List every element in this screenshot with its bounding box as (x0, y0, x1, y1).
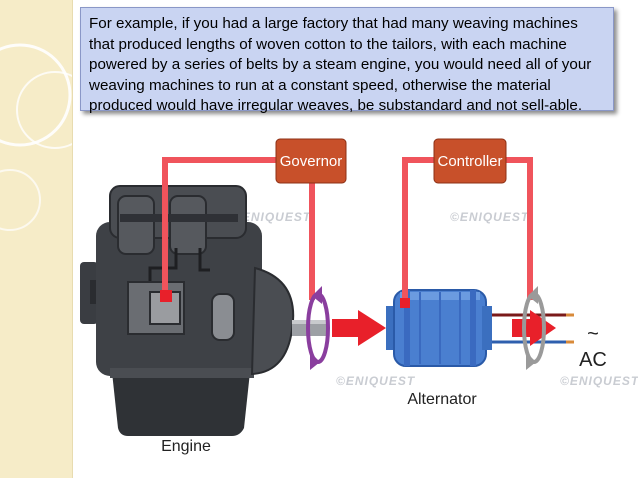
caption-box: For example, if you had a large factory … (80, 7, 614, 114)
watermark-2: ©ENIQUEST (450, 210, 530, 224)
decorative-circles (0, 43, 72, 231)
engine-output-arrow (332, 310, 386, 346)
governor-to-engine-line (162, 157, 278, 298)
controller-signal-lines (400, 157, 533, 308)
caption-text: For example, if you had a large factory … (89, 15, 592, 114)
watermark-3: ©ENIQUEST (336, 374, 416, 388)
engine-label: Engine (161, 438, 211, 455)
governor-signal-lines (160, 157, 315, 302)
decorative-side-band (0, 0, 73, 478)
governor-connection-point (160, 290, 172, 302)
governor-box: Governor (275, 138, 347, 184)
engine-rotation-indicator (306, 286, 330, 370)
alternator-label: Alternator (407, 391, 477, 408)
governor-label: Governor (280, 153, 343, 170)
watermark-4: ©ENIQUEST (560, 374, 638, 388)
ac-wave-icon: ~ (587, 323, 599, 345)
alternator (386, 289, 492, 367)
controller-to-output-line (504, 157, 533, 300)
watermark-1: ©ENIQUEST (232, 210, 312, 224)
controller-to-alternator-line (402, 157, 436, 305)
ac-label: AC (579, 349, 607, 371)
controller-connection-point (400, 298, 410, 308)
controller-box: Controller (433, 138, 507, 184)
engine (80, 185, 328, 436)
output-rotation-indicator (522, 286, 546, 370)
controller-label: Controller (437, 153, 502, 170)
